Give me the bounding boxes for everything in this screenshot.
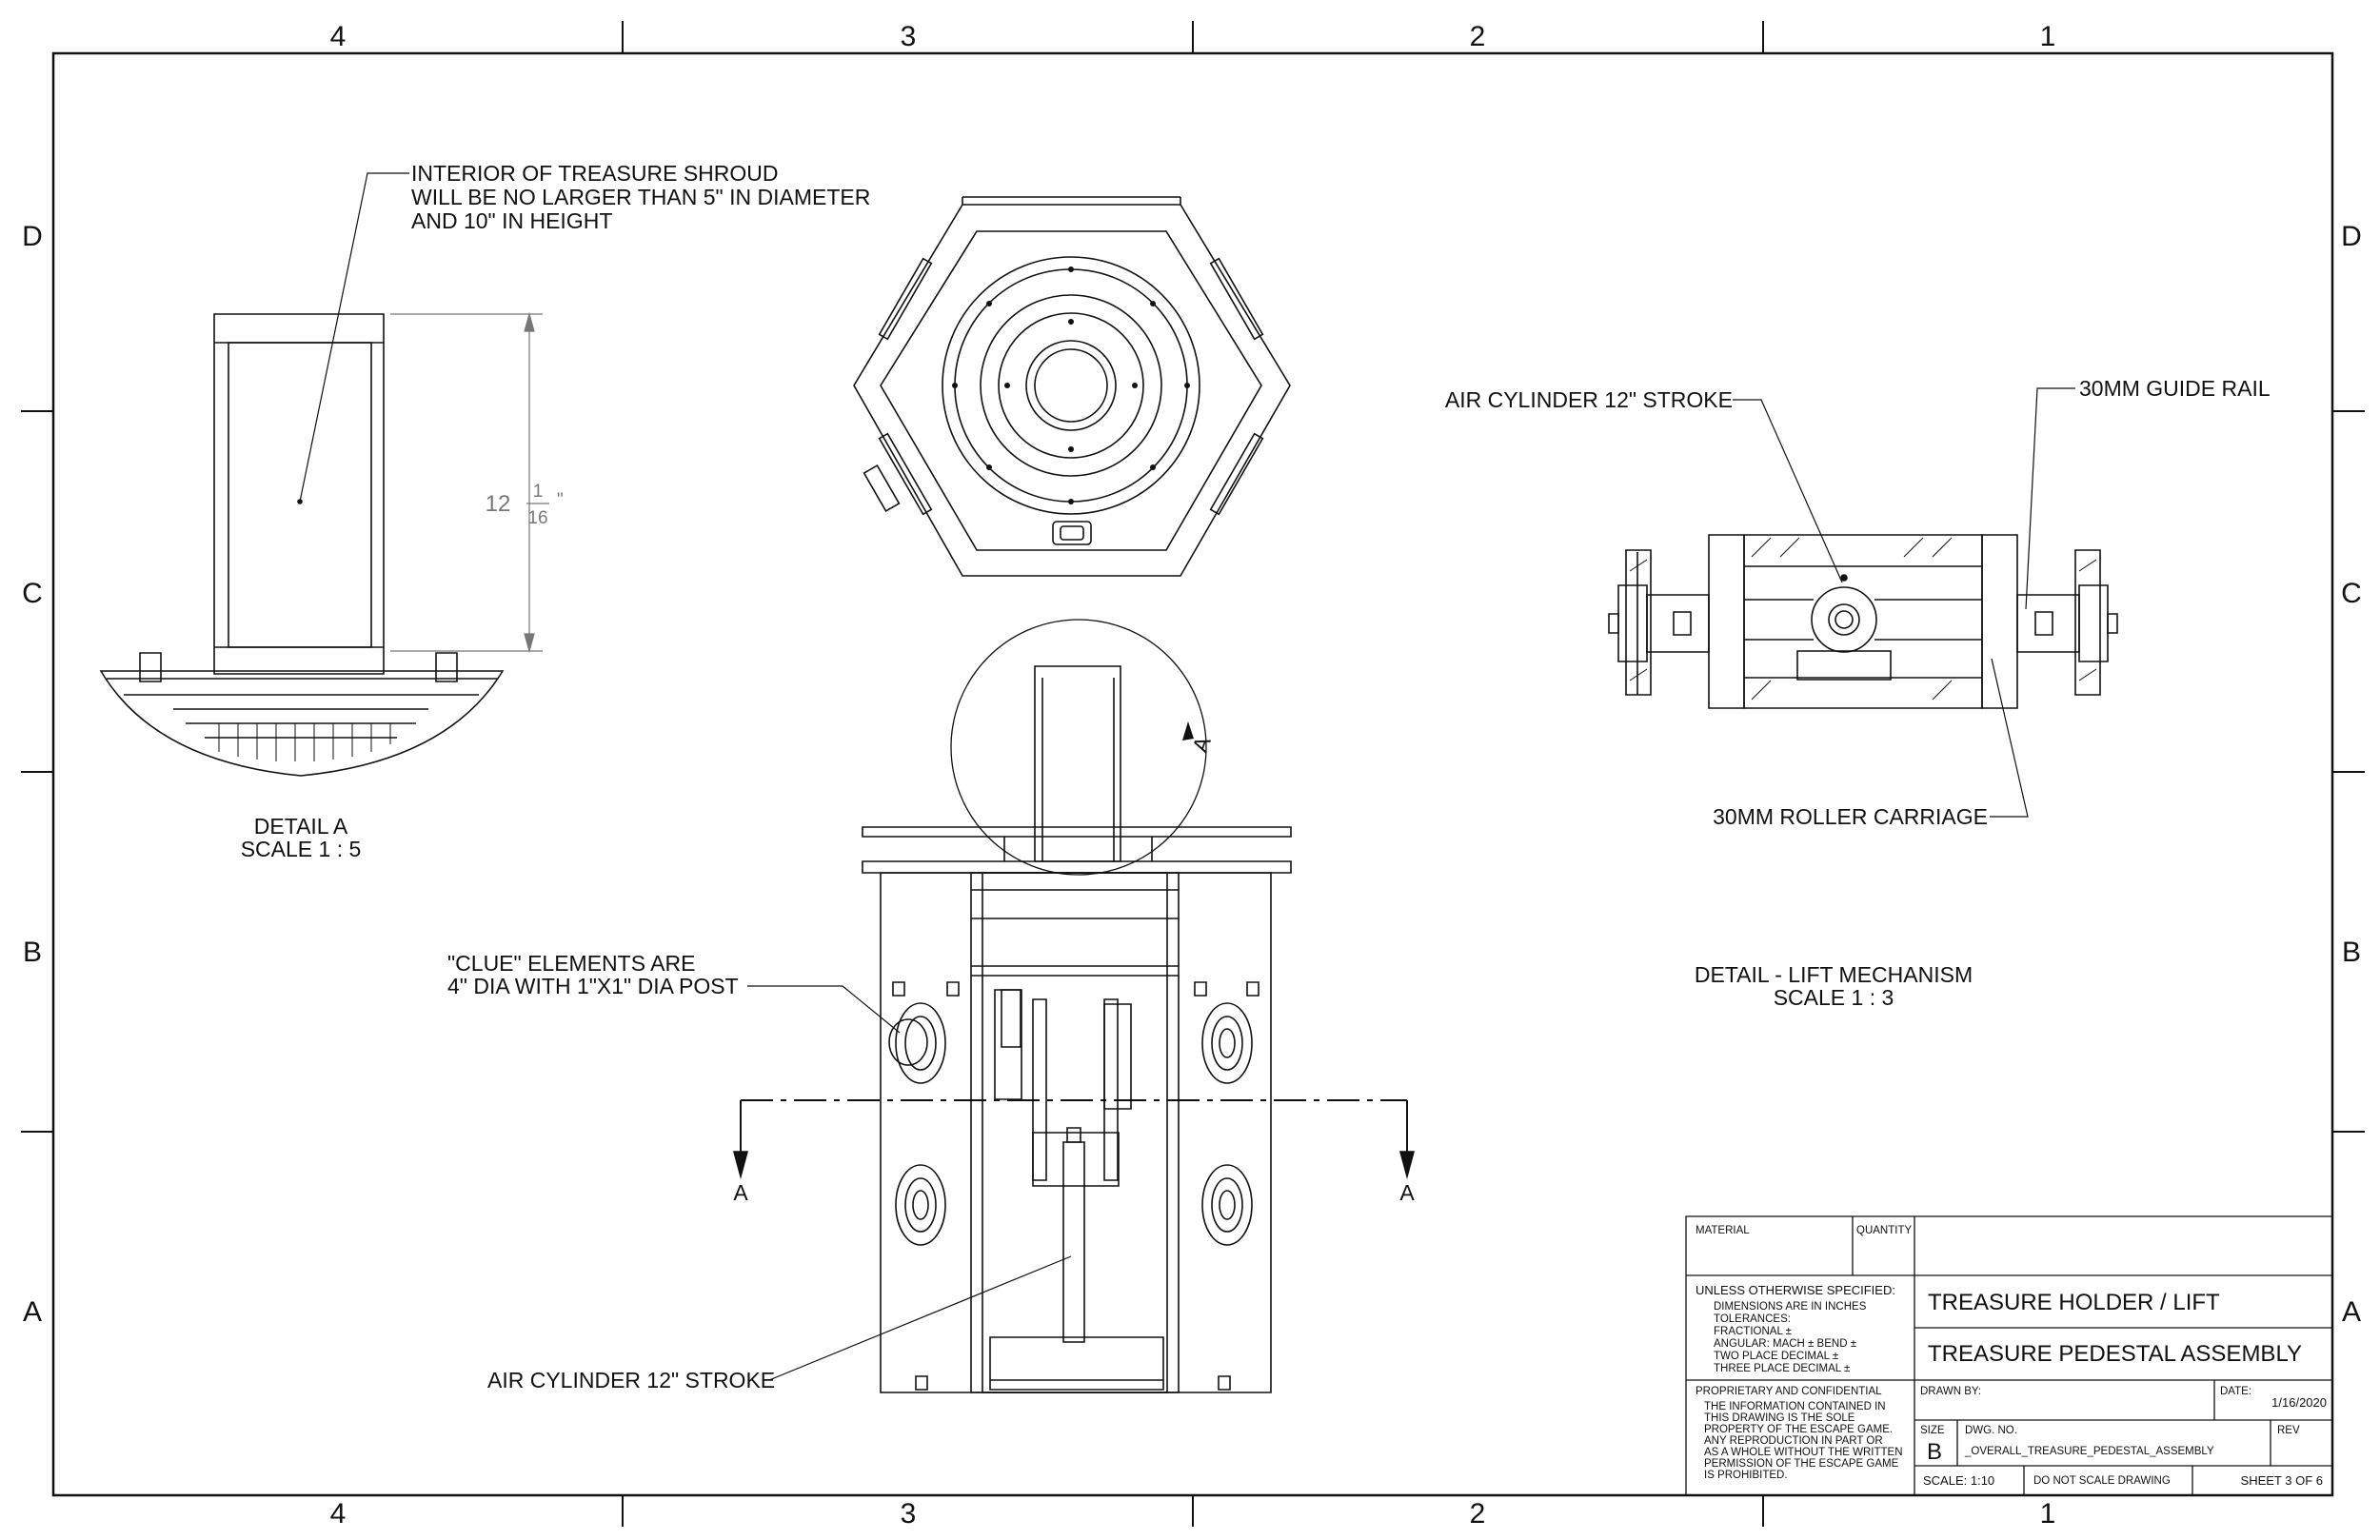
rev-label: REV xyxy=(2277,1425,2300,1436)
drawn-by-label: DRAWN BY: xyxy=(1920,1386,1981,1397)
zone-right-b: B xyxy=(2342,937,2361,968)
unless-line-4: FRACTIONAL ± xyxy=(1714,1326,1792,1337)
dimension-numerator: 1 xyxy=(533,482,544,502)
unless-line-7: THREE PLACE DECIMAL ± xyxy=(1714,1363,1850,1374)
zone-top-3: 3 xyxy=(901,21,917,52)
size-value: B xyxy=(1927,1439,1942,1465)
guide-rail-note: 30MM GUIDE RAIL xyxy=(2079,376,2271,401)
proprietary-line-4: ANY REPRODUCTION IN PART OR xyxy=(1704,1435,1883,1447)
drawing-title-2: TREASURE PEDESTAL ASSEMBLY xyxy=(1928,1341,2302,1367)
dimension-denominator: 16 xyxy=(527,508,547,528)
zone-top-1: 1 xyxy=(2040,21,2056,52)
shroud-note: INTERIOR OF TREASURE SHROUD WILL BE NO L… xyxy=(411,161,870,233)
dimension-unit: " xyxy=(557,490,564,510)
zone-left-c: C xyxy=(22,578,43,609)
air-cylinder-note-bottom: AIR CYLINDER 12" STROKE xyxy=(487,1368,775,1392)
date-label: DATE: xyxy=(2220,1386,2251,1397)
detail-a-marker: A xyxy=(1187,733,1216,756)
roller-carriage-note: 30MM ROLLER CARRIAGE xyxy=(1713,804,1988,829)
title-block-text: MATERIAL QUANTITY UNLESS OTHERWISE SPECI… xyxy=(1696,1225,2327,1488)
shroud-note-line-1: INTERIOR OF TREASURE SHROUD xyxy=(411,161,779,186)
zone-right-d: D xyxy=(2341,221,2362,252)
zone-labels: 4 3 2 1 4 3 2 1 D C B A D C B A xyxy=(22,21,2362,1530)
dimension-12-1-16: 12 1 16 " xyxy=(486,482,564,528)
zone-left-d: D xyxy=(22,221,43,252)
zone-bottom-3: 3 xyxy=(901,1498,917,1530)
detail-a-scale: SCALE 1 : 5 xyxy=(241,837,362,861)
zone-right-c: C xyxy=(2341,578,2362,609)
top-view-hexagon xyxy=(854,197,1290,576)
section-a-left-label: A xyxy=(733,1180,748,1205)
unless-line-2: DIMENSIONS ARE IN INCHES xyxy=(1714,1301,1867,1313)
clue-note-line-1: "CLUE" ELEMENTS ARE xyxy=(447,951,695,976)
sheet-number: SHEET 3 OF 6 xyxy=(2241,1473,2323,1488)
lift-detail-scale: SCALE 1 : 3 xyxy=(1774,985,1894,1010)
size-label: SIZE xyxy=(1920,1425,1945,1436)
zone-bottom-2: 2 xyxy=(1470,1498,1486,1530)
unless-line-6: TWO PLACE DECIMAL ± xyxy=(1714,1351,1838,1362)
lift-detail-title: DETAIL - LIFT MECHANISM xyxy=(1695,962,1973,987)
zone-left-b: B xyxy=(23,937,42,968)
section-a-right-label: A xyxy=(1399,1180,1415,1205)
zone-bottom-4: 4 xyxy=(330,1498,347,1530)
zone-left-a: A xyxy=(23,1296,42,1328)
shroud-note-line-2: WILL BE NO LARGER THAN 5" IN DIAMETER xyxy=(411,185,870,209)
unless-line-5: ANGULAR: MACH ± BEND ± xyxy=(1714,1338,1856,1350)
zone-bottom-1: 1 xyxy=(2040,1498,2056,1530)
proprietary-line-1: THE INFORMATION CONTAINED IN xyxy=(1704,1401,1886,1412)
material-label: MATERIAL xyxy=(1696,1225,1750,1236)
unless-line-1: UNLESS OTHERWISE SPECIFIED: xyxy=(1696,1283,1895,1297)
proprietary-line-5: AS A WHOLE WITHOUT THE WRITTEN xyxy=(1704,1447,1903,1458)
proprietary-line-7: IS PROHIBITED. xyxy=(1704,1470,1788,1481)
proprietary-line-3: PROPERTY OF THE ESCAPE GAME. xyxy=(1704,1424,1893,1435)
detail-a-title: DETAIL A xyxy=(254,814,348,839)
scale-value: SCALE: 1:10 xyxy=(1923,1473,1994,1488)
date-value: 1/16/2020 xyxy=(2271,1395,2327,1410)
front-view xyxy=(734,620,1414,1392)
detail-a-view xyxy=(101,173,543,776)
proprietary-label: PROPRIETARY AND CONFIDENTIAL xyxy=(1696,1386,1882,1397)
do-not-scale: DO NOT SCALE DRAWING xyxy=(2033,1475,2171,1487)
proprietary-line-6: PERMISSION OF THE ESCAPE GAME xyxy=(1704,1458,1899,1470)
dimension-whole: 12 xyxy=(486,491,511,517)
zone-top-4: 4 xyxy=(330,21,347,52)
air-cylinder-note-top: AIR CYLINDER 12" STROKE xyxy=(1445,387,1733,412)
clue-note: "CLUE" ELEMENTS ARE 4" DIA WITH 1"X1" DI… xyxy=(447,951,739,998)
proprietary-line-2: THIS DRAWING IS THE SOLE xyxy=(1704,1412,1855,1424)
clue-note-line-2: 4" DIA WITH 1"X1" DIA POST xyxy=(447,974,739,998)
lift-mechanism-view xyxy=(1609,388,2117,817)
quantity-label: QUANTITY xyxy=(1856,1225,1912,1236)
dwg-no-label: DWG. NO. xyxy=(1965,1425,2017,1436)
drawing-title-1: TREASURE HOLDER / LIFT xyxy=(1928,1290,2220,1315)
title-block xyxy=(1686,1216,2332,1495)
unless-line-3: TOLERANCES: xyxy=(1714,1313,1791,1325)
sheet-border xyxy=(21,21,2365,1527)
zone-top-2: 2 xyxy=(1470,21,1486,52)
zone-right-a: A xyxy=(2342,1296,2361,1328)
dwg-no-value: _OVERALL_TREASURE_PEDESTAL_ASSEMBLY xyxy=(1964,1446,2214,1457)
shroud-note-line-3: AND 10" IN HEIGHT xyxy=(411,208,612,233)
